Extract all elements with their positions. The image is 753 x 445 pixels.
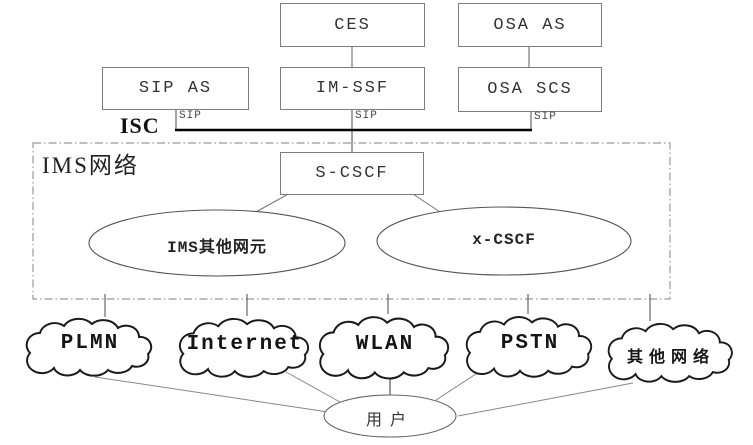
wlan-cloud-label: WLAN (355, 333, 415, 356)
sip-interface-label-3: SIP (534, 111, 557, 123)
edge-pstn-user (435, 369, 483, 401)
ims-network-title: IMS网络 (42, 153, 139, 178)
node-im-ssf-label: IM-SSF (315, 79, 390, 98)
node-ces: CES (280, 3, 425, 47)
other-network-cloud-label: 其他网络 (626, 349, 715, 367)
ims-network-boundary (32, 142, 671, 300)
node-osa-scs: OSA SCS (458, 67, 602, 112)
node-im-ssf: IM-SSF (280, 67, 425, 110)
user-label: 用户 (365, 412, 414, 430)
sip-interface-label-2: SIP (355, 110, 378, 122)
node-s-cscf: S-CSCF (280, 152, 424, 195)
sip-interface-label-1: SIP (179, 110, 202, 122)
node-sip-as-label: SIP AS (138, 79, 213, 98)
edge-scscf-xcscf (409, 191, 441, 213)
edge-scscf-imsother (253, 191, 293, 214)
x-cscf-label: x-CSCF (472, 231, 536, 249)
node-osa-as: OSA AS (458, 3, 602, 47)
edge-othernet-user (457, 382, 634, 417)
edge-internet-user (285, 371, 341, 403)
node-s-cscf-label: S-CSCF (315, 164, 389, 183)
node-osa-scs-label: OSA SCS (487, 80, 573, 99)
isc-interface-label: ISC (120, 113, 160, 138)
pstn-cloud-label: PSTN (500, 332, 560, 355)
node-sip-as: SIP AS (102, 67, 249, 110)
internet-cloud-label: Internet (186, 333, 304, 356)
x-cscf-ellipse (376, 206, 632, 276)
ims-other-ellipse (88, 209, 346, 277)
node-ces-label: CES (334, 15, 371, 35)
plmn-cloud-label: PLMN (60, 332, 120, 355)
ims-other-label: IMS其他网元 (167, 239, 267, 257)
user-ellipse (323, 394, 457, 438)
node-osa-as-label: OSA AS (493, 15, 567, 35)
edge-plmn-user (94, 376, 329, 413)
